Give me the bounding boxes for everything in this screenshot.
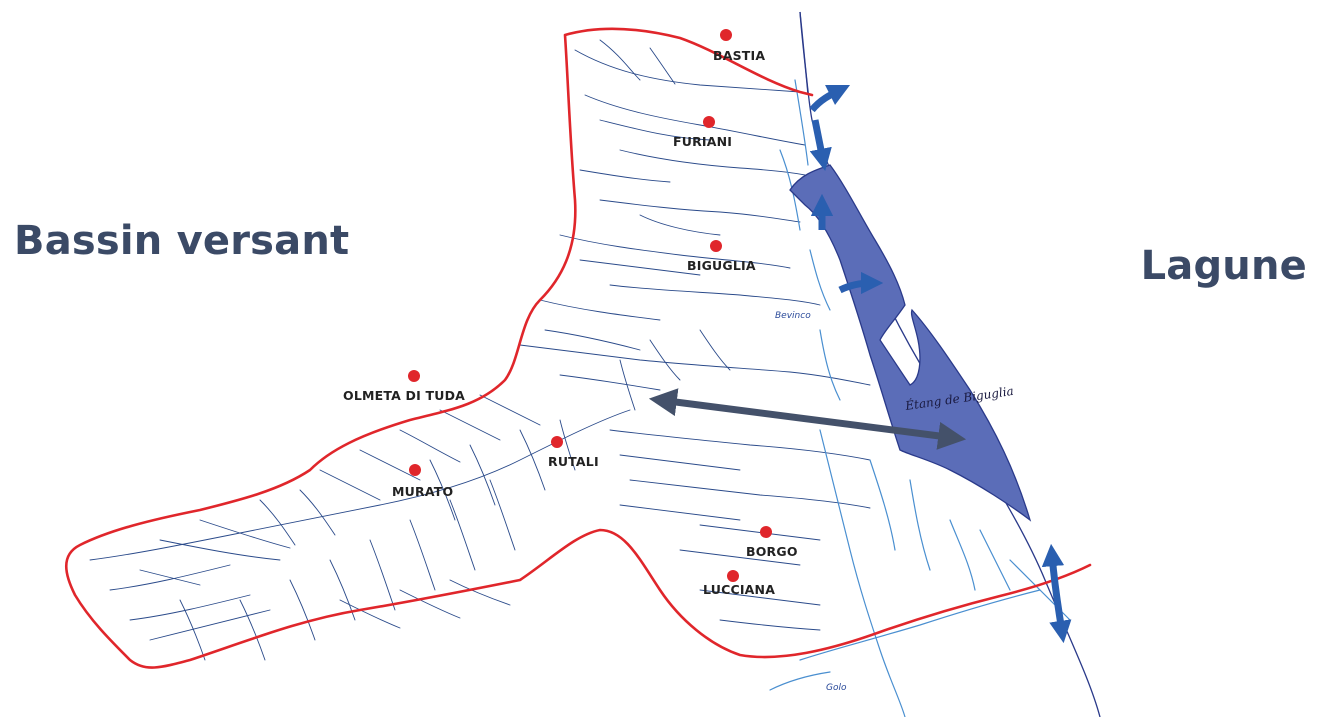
lagoon-biguglia — [789, 164, 1032, 522]
town-murato: MURATO — [392, 464, 453, 499]
town-dot — [720, 29, 732, 41]
town-label-bastia: BASTIA — [713, 48, 765, 63]
town-label-biguglia: BIGUGLIA — [687, 258, 756, 273]
town-label-olmeta-di-tuda: OLMETA DI TUDA — [343, 388, 465, 403]
town-dot — [703, 116, 715, 128]
flow-arrows — [809, 84, 1072, 644]
town-label-rutali: RUTALI — [548, 454, 599, 469]
town-label-borgo: BORGO — [746, 544, 798, 559]
flow-arrow-bevinco-in — [838, 271, 884, 295]
town-borgo: BORGO — [746, 526, 798, 559]
town-dot — [727, 570, 739, 582]
coastal-channels — [769, 79, 1071, 717]
lagune-heading: Lagune — [1140, 243, 1307, 289]
town-dot — [760, 526, 772, 538]
town-label-lucciana: LUCCIANA — [703, 582, 775, 597]
flow-arrow-south-exchange — [1041, 543, 1072, 644]
town-biguglia: BIGUGLIA — [687, 240, 756, 273]
town-bastia: BASTIA — [713, 29, 765, 63]
river-label-bevinco: Bevinco — [775, 311, 811, 321]
town-label-furiani: FURIANI — [673, 134, 732, 149]
town-dot — [408, 370, 420, 382]
towns: BASTIA FURIANI BIGUGLIA OLMETA DI TUDA R… — [343, 29, 798, 597]
watershed-boundary — [65, 27, 1092, 669]
flow-arrow-sea-in — [809, 119, 832, 171]
town-dot — [409, 464, 421, 476]
town-label-murato: MURATO — [392, 484, 453, 499]
watershed-lagoon-link-arrow — [648, 388, 967, 450]
town-furiani: FURIANI — [673, 116, 732, 149]
flow-arrow-bastia-out — [809, 84, 851, 113]
town-dot — [551, 436, 563, 448]
bassin-versant-heading: Bassin versant — [14, 218, 350, 264]
town-rutali: RUTALI — [548, 436, 599, 469]
town-dot — [710, 240, 722, 252]
town-olmeta-di-tuda: OLMETA DI TUDA — [343, 370, 465, 403]
town-lucciana: LUCCIANA — [703, 570, 775, 597]
river-label-golo: Golo — [826, 683, 847, 693]
river-network — [89, 39, 871, 661]
